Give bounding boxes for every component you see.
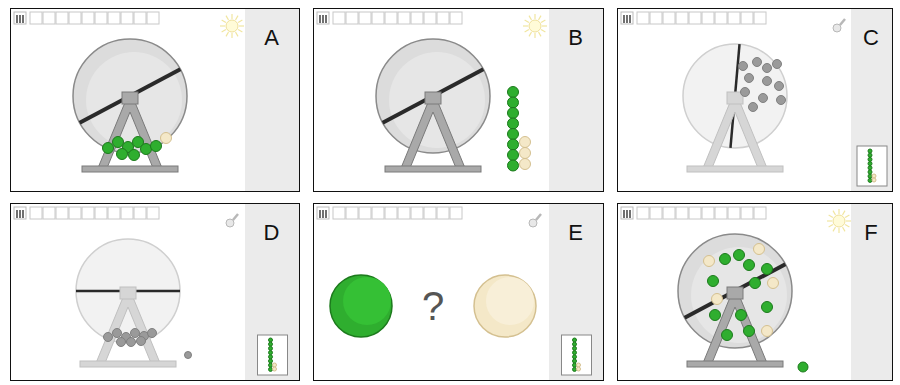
panel-letter: C (850, 27, 892, 49)
ball-group (868, 149, 872, 182)
progress-squares (637, 207, 766, 219)
panel-letter: D (244, 222, 299, 244)
lottery-drum (376, 39, 490, 153)
sun-icon (827, 209, 851, 233)
side-strip (851, 203, 893, 381)
ball-group (573, 338, 577, 371)
panel-letter: A (244, 27, 299, 49)
progress-squares (333, 207, 462, 219)
side-strip (245, 8, 300, 192)
game-screen (317, 8, 604, 192)
sun-icon (220, 14, 244, 38)
ball-group (708, 250, 773, 341)
progress-squares (333, 12, 462, 24)
ball-group (104, 329, 157, 347)
level-icon (14, 207, 26, 219)
ball-group (739, 58, 786, 112)
screen-panel: C (617, 8, 893, 192)
ball-group (704, 244, 779, 337)
bulb-icon (529, 214, 541, 227)
ball-group (508, 87, 519, 172)
ball-group (269, 338, 273, 371)
screen-panel: B (313, 8, 604, 192)
drum-stand (687, 92, 783, 172)
choice-balls (330, 275, 536, 337)
ball-group (103, 137, 162, 161)
side-strip (851, 8, 893, 192)
lottery-drum (76, 239, 180, 343)
side-strip (549, 203, 604, 381)
panel-letter: F (850, 222, 892, 244)
progress-squares (30, 207, 159, 219)
panel-letter: E (548, 222, 603, 244)
level-icon (317, 207, 329, 219)
drum-stand (687, 287, 783, 367)
ball-group (798, 362, 808, 372)
drum-stand (385, 92, 481, 172)
game-screen (621, 203, 893, 381)
screen-panel: A (10, 8, 300, 192)
level-icon (621, 12, 633, 24)
result-thumbnail (258, 335, 288, 375)
progress-squares (30, 12, 159, 24)
sun-icon (523, 14, 547, 38)
lottery-drum (73, 39, 187, 153)
game-screen (621, 8, 893, 192)
ball-group (161, 133, 172, 144)
game-screen (14, 203, 300, 381)
drum-stand (82, 92, 178, 172)
lottery-drum (678, 234, 792, 348)
result-thumbnail (562, 335, 592, 375)
result-thumbnail (857, 146, 887, 186)
side-strip (549, 8, 604, 192)
ball-group (273, 363, 277, 371)
ball-group (520, 137, 531, 170)
game-screen (14, 8, 300, 192)
level-icon (621, 207, 633, 219)
screen-panel: E (313, 203, 604, 381)
progress-squares (637, 12, 766, 24)
panel-letter: B (548, 27, 603, 49)
screen-panel: D (10, 203, 300, 381)
ball-group (185, 352, 192, 359)
screen-panel: F (617, 203, 893, 381)
level-icon (317, 12, 329, 24)
level-icon (14, 12, 26, 24)
drum-stand (80, 287, 176, 367)
bulb-icon (833, 19, 845, 32)
question-mark: ? (422, 286, 444, 326)
side-strip (245, 203, 300, 381)
game-screen (317, 203, 604, 381)
lottery-drum (683, 44, 787, 148)
ball-group (872, 174, 876, 182)
bulb-icon (226, 214, 238, 227)
ball-group (577, 363, 581, 371)
